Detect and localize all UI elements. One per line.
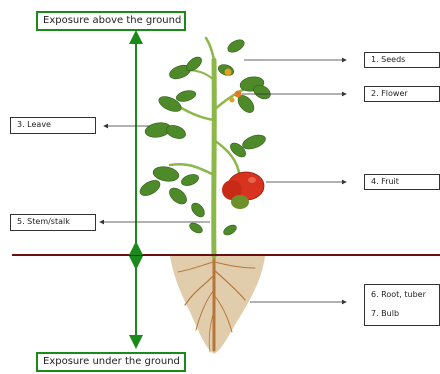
seeds-label-text: 1. Seeds [371, 55, 405, 64]
flower-label: 2. Flower [364, 86, 440, 102]
fruit-label-text: 4. Fruit [371, 177, 399, 186]
under-ground-text: Exposure under the ground [43, 356, 180, 367]
under-ground-banner: Exposure under the ground [36, 352, 186, 372]
above-ground-banner: Exposure above the ground [36, 11, 186, 31]
above-ground-text: Exposure above the ground [43, 15, 181, 26]
seeds-label: 1. Seeds [364, 52, 440, 68]
leave-label: 3. Leave [10, 117, 96, 134]
stem-label-text: 5. Stem/stalk [17, 217, 70, 226]
leave-label-text: 3. Leave [17, 120, 51, 129]
flower-label-text: 2. Flower [371, 89, 408, 98]
bulb-label-text: 7. Bulb [371, 309, 433, 319]
stem-label: 5. Stem/stalk [10, 214, 96, 231]
leaf-illustration [137, 37, 272, 237]
root-label-text: 6. Root, tuber [371, 290, 433, 300]
fruit-label: 4. Fruit [364, 174, 440, 190]
fruit-illustration [222, 172, 264, 209]
root-bulb-label: 6. Root, tuber 7. Bulb [364, 284, 440, 326]
